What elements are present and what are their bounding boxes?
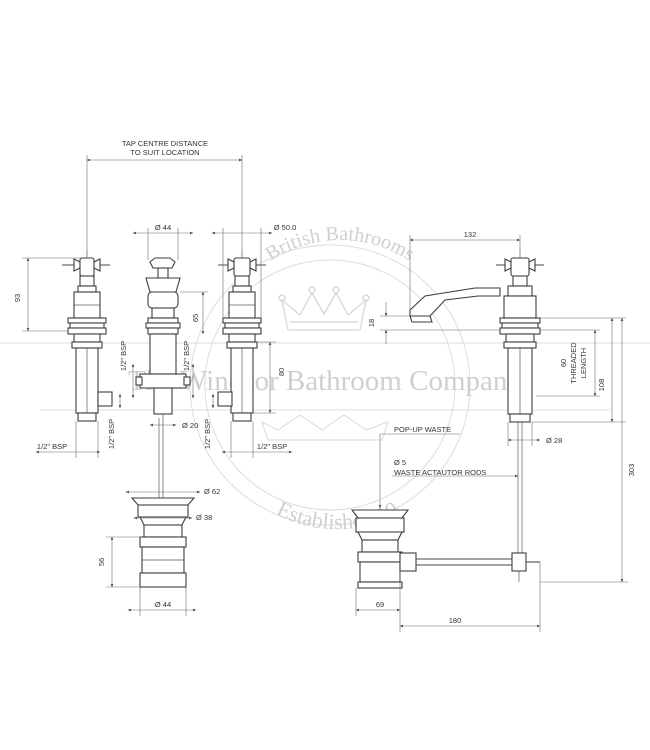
label-65: 65 — [191, 314, 200, 322]
label-tap-centre-distance: TAP CENTRE DISTANCE — [122, 139, 208, 148]
label-dia-50: Ø 50.0 — [274, 223, 297, 232]
label-56: 56 — [97, 558, 106, 566]
label-dia-44-top: Ø 44 — [155, 223, 171, 232]
label-waste-actuator-rods: WASTE ACTAUTOR RODS — [394, 468, 486, 477]
label-bsp-left-horizontal: 1/2" BSP — [37, 442, 67, 451]
centre-spout — [135, 257, 191, 498]
label-popup-waste: POP-UP WASTE — [394, 425, 451, 434]
label-bsp-right-vertical: 1/2" BSP — [182, 341, 191, 371]
front-popup-waste — [130, 497, 196, 588]
label-dia-28: Ø 28 — [546, 436, 562, 445]
label-180: 180 — [449, 616, 462, 625]
dimension-lines — [22, 155, 628, 632]
label-to-suit-location: TO SUIT LOCATION — [130, 148, 199, 157]
label-bsp-left-lower: 1/2" BSP — [107, 419, 116, 449]
label-dia-44-bottom: Ø 44 — [155, 600, 171, 609]
dimension-labels: TAP CENTRE DISTANCE TO SUIT LOCATION Ø 4… — [13, 139, 636, 625]
crown-icon — [278, 286, 370, 331]
left-hand-tap — [62, 250, 113, 422]
label-60: 60 — [559, 359, 568, 367]
label-303: 303 — [627, 464, 636, 477]
label-dia-38: Ø 38 — [196, 513, 212, 522]
crown-icon-lower — [260, 414, 389, 441]
label-93: 93 — [13, 294, 22, 302]
right-hand-tap — [217, 250, 266, 422]
side-popup-waste — [350, 509, 540, 589]
label-length: LENGTH — [579, 348, 588, 378]
label-dia-62: Ø 62 — [204, 487, 220, 496]
label-108: 108 — [597, 379, 606, 392]
label-bsp-right-lower: 1/2" BSP — [203, 419, 212, 449]
label-threaded: THREADED — [569, 342, 578, 384]
label-bsp-right-horizontal: 1/2" BSP — [257, 442, 287, 451]
label-bsp-left-vertical: 1/2" BSP — [119, 341, 128, 371]
label-80: 80 — [277, 368, 286, 376]
label-dia-5: Ø 5 — [394, 458, 406, 467]
label-dia-20: Ø 20 — [182, 421, 198, 430]
label-18: 18 — [367, 319, 376, 327]
label-132: 132 — [464, 230, 477, 239]
label-69: 69 — [376, 600, 384, 609]
side-view-spout — [409, 250, 544, 555]
